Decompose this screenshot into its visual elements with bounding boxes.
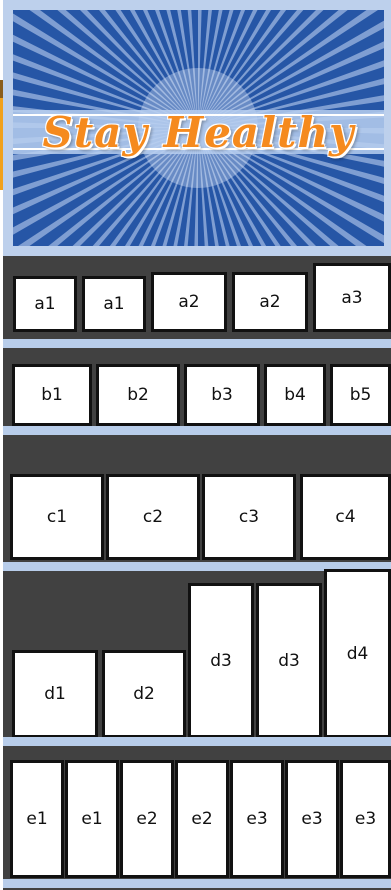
- slot-e-3[interactable]: e2: [120, 760, 174, 878]
- slot-a-5[interactable]: a3: [313, 263, 391, 332]
- slot-d-4[interactable]: d3: [256, 583, 322, 738]
- slot-d-5[interactable]: d4: [324, 569, 391, 738]
- slot-b-5[interactable]: b5: [330, 364, 391, 426]
- shelf-rail-a: [3, 339, 391, 348]
- slot-e-2[interactable]: e1: [65, 760, 119, 878]
- slot-b-3[interactable]: b3: [184, 364, 260, 426]
- shelf-rail-d: [3, 737, 391, 746]
- slot-e-5[interactable]: e3: [230, 760, 284, 878]
- slot-d-3[interactable]: d3: [188, 583, 254, 738]
- slot-b-4[interactable]: b4: [264, 364, 326, 426]
- slot-a-3[interactable]: a2: [151, 272, 227, 332]
- slot-a-1[interactable]: a1: [13, 276, 77, 332]
- slot-a-2[interactable]: a1: [82, 276, 146, 332]
- shelf-rail-e: [3, 879, 391, 888]
- slot-a-4[interactable]: a2: [232, 272, 308, 332]
- slot-e-4[interactable]: e2: [175, 760, 229, 878]
- slot-d-2[interactable]: d2: [102, 650, 186, 738]
- slot-c-3[interactable]: c3: [202, 474, 296, 560]
- slot-c-4[interactable]: c4: [300, 474, 391, 560]
- slot-e-7[interactable]: e3: [340, 760, 391, 878]
- slot-c-1[interactable]: c1: [10, 474, 104, 560]
- banner: Stay Healthy: [3, 0, 391, 256]
- banner-title: Stay Healthy: [13, 108, 384, 157]
- banner-sunburst: Stay Healthy: [13, 10, 384, 246]
- slot-b-1[interactable]: b1: [12, 364, 92, 426]
- shelf-rail-b: [3, 426, 391, 435]
- slot-e-1[interactable]: e1: [10, 760, 64, 878]
- slot-b-2[interactable]: b2: [96, 364, 180, 426]
- slot-c-2[interactable]: c2: [106, 474, 200, 560]
- slot-e-6[interactable]: e3: [285, 760, 339, 878]
- slot-d-1[interactable]: d1: [12, 650, 98, 738]
